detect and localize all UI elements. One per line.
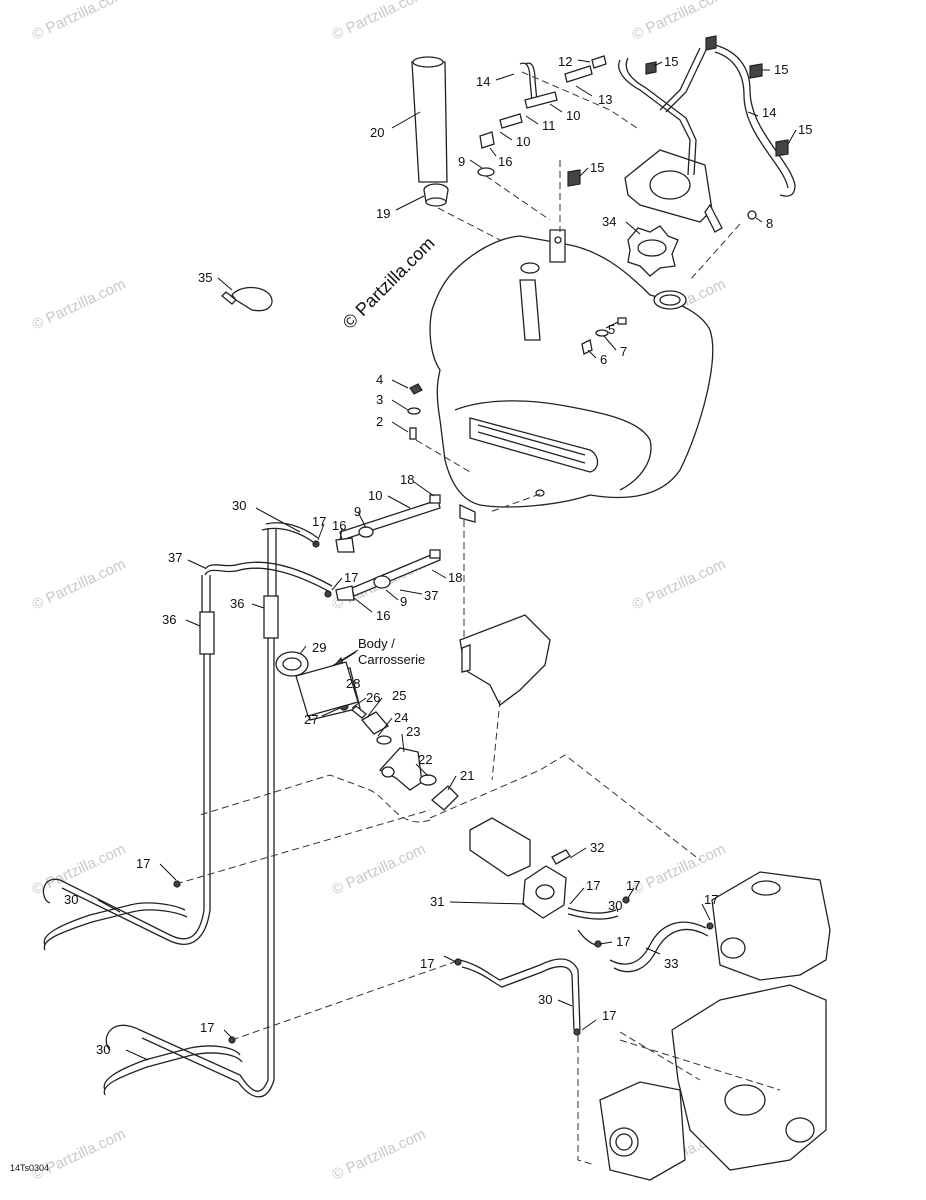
callout-17: 17: [420, 956, 434, 971]
callout-13: 13: [598, 92, 612, 107]
long-fuel-lines: [42, 638, 275, 1098]
callout-17: 17: [602, 1008, 616, 1023]
callout-27: 27: [304, 712, 318, 727]
watermark-tile: © Partzilla.com: [630, 841, 729, 899]
callout-16: 16: [332, 518, 346, 533]
body-panel-piece: [459, 614, 551, 706]
figure-code: 14Ts0304: [10, 1163, 49, 1173]
callout-15: 15: [798, 122, 812, 137]
hose-clamp: [221, 286, 273, 312]
vent-hoses: [477, 35, 796, 197]
callout-24: 24: [394, 710, 408, 725]
callout-3: 3: [376, 392, 383, 407]
watermark-main: © Partzilla.com: [339, 233, 439, 333]
filler-grommet: [423, 183, 449, 207]
fuel-cap: [627, 225, 679, 277]
callout-31: 31: [430, 894, 444, 909]
callout-28: 28: [346, 676, 360, 691]
callout-21: 21: [460, 768, 474, 783]
callout-9: 9: [458, 154, 465, 169]
callout-10: 10: [516, 134, 530, 149]
callout-35: 35: [198, 270, 212, 285]
callout-26: 26: [366, 690, 380, 705]
watermark-tiles: © Partzilla.com © Partzilla.com © Partzi…: [30, 0, 729, 1184]
callout-15: 15: [774, 62, 788, 77]
callout-17: 17: [704, 892, 718, 907]
watermark-tile: © Partzilla.com: [330, 1126, 429, 1184]
callout-37: 37: [424, 588, 438, 603]
callout-17: 17: [616, 934, 630, 949]
watermark-tile: © Partzilla.com: [30, 0, 129, 44]
watermark-tile: © Partzilla.com: [30, 556, 129, 614]
callout-34: 34: [602, 214, 616, 229]
callout-30: 30: [608, 898, 622, 913]
callout-30: 30: [64, 892, 78, 907]
callout-9: 9: [400, 594, 407, 609]
callout-16: 16: [376, 608, 390, 623]
assembly-dashed-lines: [175, 71, 781, 1166]
filler-neck-tube: [411, 56, 448, 183]
callout-17: 17: [200, 1020, 214, 1035]
callout-8: 8: [766, 216, 773, 231]
watermark-tile: © Partzilla.com: [30, 276, 129, 334]
callout-25: 25: [392, 688, 406, 703]
callout-17: 17: [626, 878, 640, 893]
callout-30: 30: [538, 992, 552, 1007]
callout-18: 18: [448, 570, 462, 585]
body-gasket-plate: [295, 661, 359, 717]
callout-36: 36: [162, 612, 176, 627]
gauge-bracket: [624, 149, 723, 233]
callout-17: 17: [136, 856, 150, 871]
callout-17: 17: [586, 878, 600, 893]
callout-29: 29: [312, 640, 326, 655]
callout-15: 15: [590, 160, 604, 175]
callout-9: 9: [354, 504, 361, 519]
callout-2: 2: [376, 414, 383, 429]
callout-18: 18: [400, 472, 414, 487]
callout-32: 32: [590, 840, 604, 855]
callout-4: 4: [376, 372, 383, 387]
callout-7: 7: [620, 344, 627, 359]
callout-30: 30: [232, 498, 246, 513]
pump-lines: [454, 896, 714, 1036]
callout-15: 15: [664, 54, 678, 69]
fuel-tank: [429, 229, 714, 523]
callout-12: 12: [558, 54, 572, 69]
callout-5: 5: [608, 322, 615, 337]
watermark-tile: © Partzilla.com: [30, 1126, 129, 1184]
callout-33: 33: [664, 956, 678, 971]
callout-10: 10: [566, 108, 580, 123]
carburetor: [599, 1081, 686, 1181]
callout-14: 14: [762, 105, 776, 120]
callout-23: 23: [406, 724, 420, 739]
fuel-pump: [469, 817, 571, 919]
engine-block: [671, 871, 831, 1171]
watermark-tile: © Partzilla.com: [630, 556, 729, 614]
callout-36: 36: [230, 596, 244, 611]
callout-labels: 20 19 14 12 13 10 11 10 9 16 15 15 14 15…: [64, 54, 812, 1057]
tank-outlet-lines: [199, 494, 441, 655]
callout-11: 11: [542, 118, 556, 133]
watermark-tile: © Partzilla.com: [330, 0, 429, 44]
callout-6: 6: [600, 352, 607, 367]
callout-22: 22: [418, 752, 432, 767]
callout-17: 17: [312, 514, 326, 529]
callout-16: 16: [498, 154, 512, 169]
callout-10: 10: [368, 488, 382, 503]
tank-fasteners: [407, 210, 757, 440]
callout-37: 37: [168, 550, 182, 565]
callout-20: 20: [370, 125, 384, 140]
watermark-tile: © Partzilla.com: [330, 841, 429, 899]
body-note-line1: Body /: [358, 636, 395, 651]
callout-30: 30: [96, 1042, 110, 1057]
callout-14: 14: [476, 74, 490, 89]
callout-19: 19: [376, 206, 390, 221]
callout-17: 17: [344, 570, 358, 585]
body-note-line2: Carrosserie: [358, 652, 425, 667]
primer-lines-left: [43, 880, 243, 1096]
